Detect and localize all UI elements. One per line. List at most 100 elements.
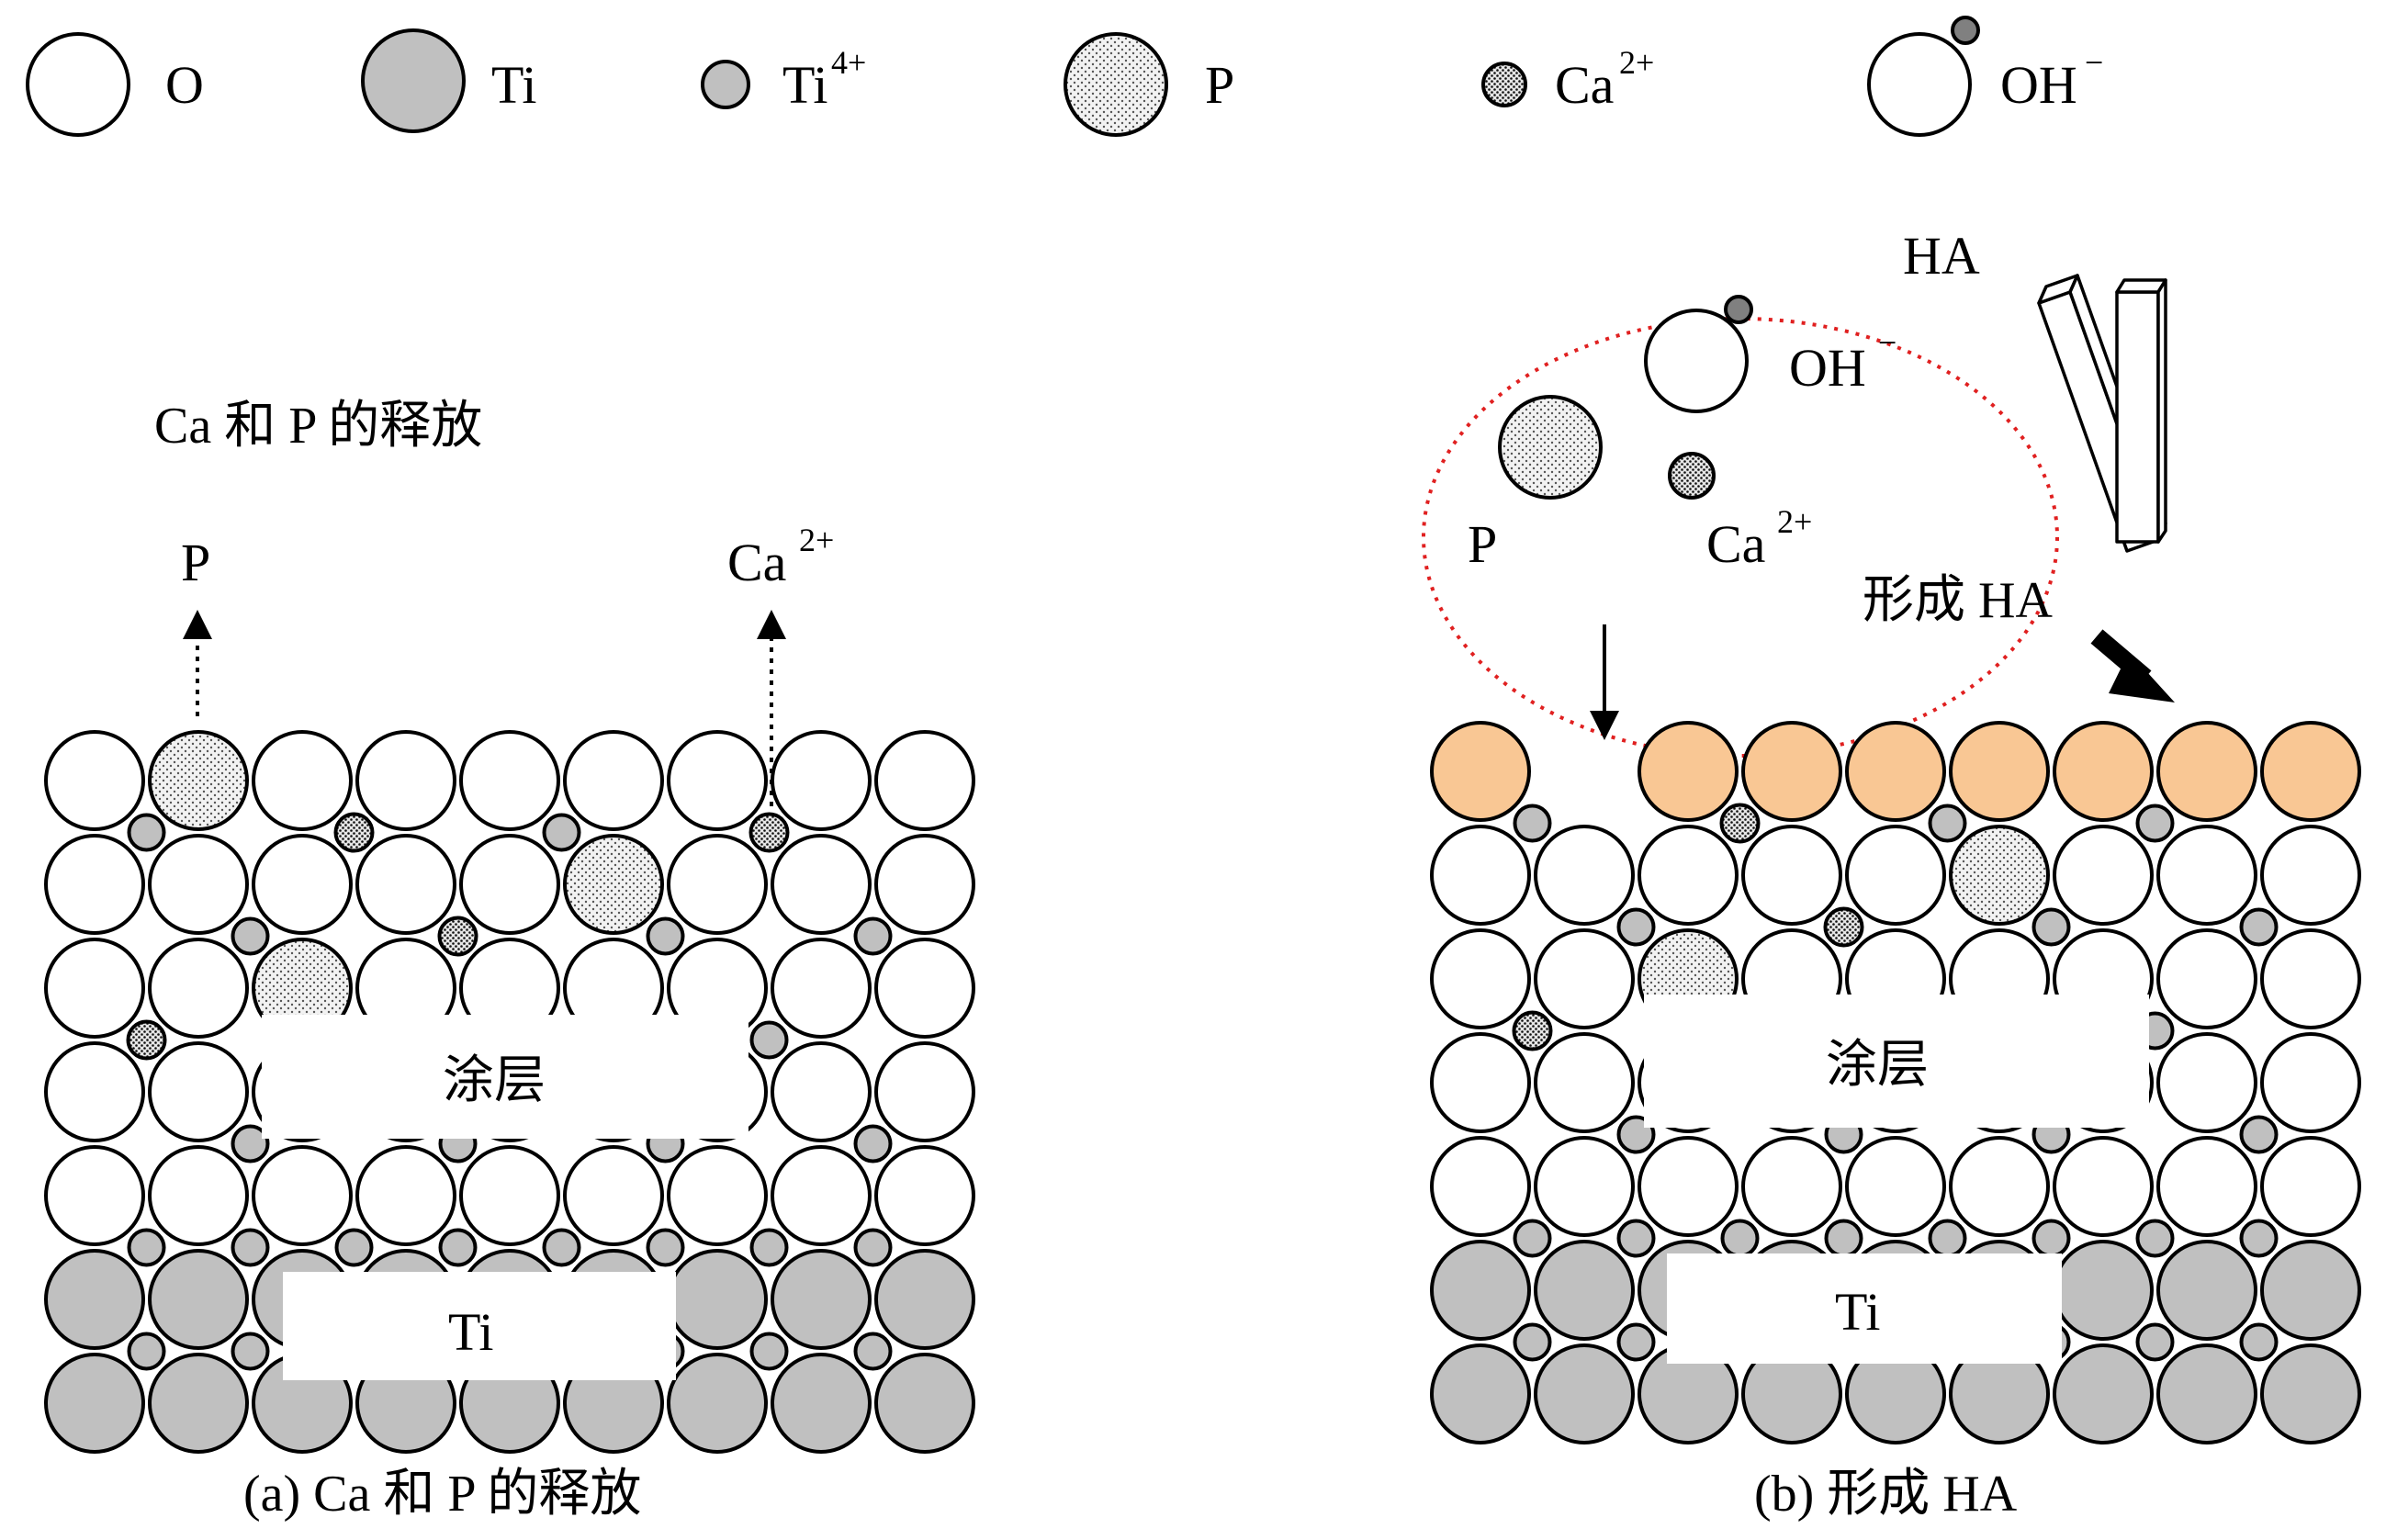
panel-a-coating-label: 涂层 bbox=[443, 1052, 546, 1109]
ti4-ion bbox=[646, 1228, 685, 1267]
ti4-ion bbox=[1824, 1219, 1863, 1258]
oxygen-atom bbox=[355, 834, 456, 935]
panel-b-ca-superscript: 2+ bbox=[1777, 503, 1812, 540]
ti4-ion bbox=[2135, 1322, 2175, 1362]
titanium-atom bbox=[2053, 1343, 2154, 1444]
panel-b-ca-label: Ca bbox=[1706, 514, 1765, 574]
panel-a-ca-superscript: 2+ bbox=[799, 522, 834, 558]
ti4-ion bbox=[438, 1228, 478, 1267]
oxygen-atom bbox=[563, 730, 664, 831]
panel-b-coating-box bbox=[1644, 995, 2149, 1128]
ti4-ion bbox=[231, 916, 270, 956]
titanium-atom bbox=[1430, 1343, 1531, 1444]
legend-oxygen-swatch bbox=[26, 32, 130, 137]
legend-ti4-superscript: 4+ bbox=[831, 44, 866, 81]
calcium-ion bbox=[1512, 1010, 1553, 1051]
panel-b-ti-box bbox=[1667, 1253, 2062, 1364]
ti4-ion bbox=[2239, 1115, 2279, 1154]
oxygen-atom bbox=[874, 938, 975, 1039]
oxygen-atom bbox=[874, 834, 975, 935]
titanium-atom bbox=[148, 1353, 249, 1454]
panel-a-release-title: Ca 和 P 的释放 bbox=[154, 398, 482, 455]
titanium-atom bbox=[2156, 1240, 2257, 1341]
oxygen-atom bbox=[771, 938, 872, 1039]
legend-phosphorus-label: P bbox=[1205, 55, 1234, 115]
ti4-ion bbox=[749, 1332, 789, 1371]
panel-b-coating-label: 涂层 bbox=[1826, 1037, 1929, 1094]
panel-b-oh-superscript: − bbox=[1878, 324, 1896, 361]
ti4-ion bbox=[542, 813, 581, 852]
titanium-atom bbox=[148, 1249, 249, 1350]
legend-hydroxide-label: OH bbox=[2000, 55, 2077, 115]
ti4-ion bbox=[646, 916, 685, 956]
panel-b-oh-label: OH bbox=[1789, 338, 1866, 398]
legend: O Ti Ti 4+ P Ca 2+ OH − bbox=[26, 16, 2103, 137]
phosphorus-ion bbox=[1949, 825, 2050, 926]
legend-calcium-label: Ca bbox=[1555, 55, 1614, 115]
ti4-ion bbox=[1513, 804, 1552, 843]
panel-b-caption: (b) 形成 HA bbox=[1754, 1466, 2018, 1523]
phosphorus-ion bbox=[563, 834, 664, 935]
ti4-ion bbox=[2135, 1219, 2175, 1258]
titanium-atom bbox=[2156, 1343, 2257, 1444]
oxygen-atom bbox=[459, 834, 560, 935]
oxygen-atom bbox=[771, 1145, 872, 1246]
oxygen-atom bbox=[1741, 825, 1842, 926]
ha-layer-atom bbox=[1845, 721, 1946, 822]
panel-a-ti-box bbox=[283, 1272, 676, 1380]
ti4-ion bbox=[1720, 1219, 1760, 1258]
legend-ti4-label: Ti bbox=[782, 55, 828, 115]
legend-hydroxide-swatch bbox=[1867, 32, 1972, 137]
calcium-ion bbox=[1719, 803, 1761, 844]
titanium-atom bbox=[874, 1353, 975, 1454]
ti4-ion bbox=[2031, 1219, 2071, 1258]
oxygen-atom bbox=[1430, 825, 1531, 926]
ti4-ion bbox=[1513, 1322, 1552, 1362]
oxygen-atom bbox=[1430, 1136, 1531, 1237]
panel-b: OH − P Ca 2+ HA 形成 HA 涂层 Ti (b) 形成 HA bbox=[1422, 226, 2361, 1523]
calcium-ion bbox=[748, 812, 790, 853]
oxygen-atom bbox=[148, 1041, 249, 1142]
oxygen-atom bbox=[1534, 928, 1635, 1029]
oxygen-atom bbox=[1638, 1136, 1739, 1237]
titanium-atom bbox=[874, 1249, 975, 1350]
ti4-ion bbox=[1616, 1322, 1656, 1362]
ti4-ion bbox=[749, 1020, 789, 1060]
oxygen-atom bbox=[2156, 1032, 2257, 1133]
oxygen-atom bbox=[459, 730, 560, 831]
oxygen-atom bbox=[771, 730, 872, 831]
oxygen-atom bbox=[1534, 825, 1635, 926]
oxygen-atom bbox=[459, 1145, 560, 1246]
ti4-ion bbox=[1616, 1219, 1656, 1258]
panel-a-ti-label: Ti bbox=[448, 1302, 494, 1362]
ha-layer-atom bbox=[2053, 721, 2154, 822]
ti4-ion bbox=[1928, 804, 1967, 843]
ha-crystal-icon bbox=[2037, 274, 2167, 553]
oxygen-atom bbox=[148, 938, 249, 1039]
titanium-atom bbox=[667, 1353, 768, 1454]
oxygen-atom bbox=[44, 938, 145, 1039]
legend-hydroxide-h-atom bbox=[1951, 16, 1980, 45]
ha-layer-atom bbox=[1949, 721, 2050, 822]
oxygen-atom bbox=[44, 1041, 145, 1142]
ti4-ion bbox=[853, 916, 893, 956]
oxygen-atom bbox=[2156, 928, 2257, 1029]
panel-b-solution-region bbox=[1422, 317, 2059, 758]
ha-layer-atom bbox=[2260, 721, 2361, 822]
ha-layer-atom bbox=[1638, 721, 1739, 822]
oxygen-atom bbox=[2260, 928, 2361, 1029]
ti4-ion bbox=[749, 1228, 789, 1267]
oxygen-atom bbox=[1845, 825, 1946, 926]
panel-b-ha-formation-arrow bbox=[2090, 629, 2175, 703]
oxygen-atom bbox=[874, 730, 975, 831]
panel-b-hydroxide-oxygen bbox=[1644, 309, 1749, 413]
oxygen-atom bbox=[2156, 1136, 2257, 1237]
legend-phosphorus-swatch bbox=[1064, 32, 1168, 137]
oxygen-atom bbox=[2053, 825, 2154, 926]
ti4-ion bbox=[2239, 907, 2279, 947]
oxygen-atom bbox=[44, 834, 145, 935]
oxygen-atom bbox=[771, 834, 872, 935]
calcium-ion bbox=[437, 916, 478, 957]
oxygen-atom bbox=[667, 730, 768, 831]
